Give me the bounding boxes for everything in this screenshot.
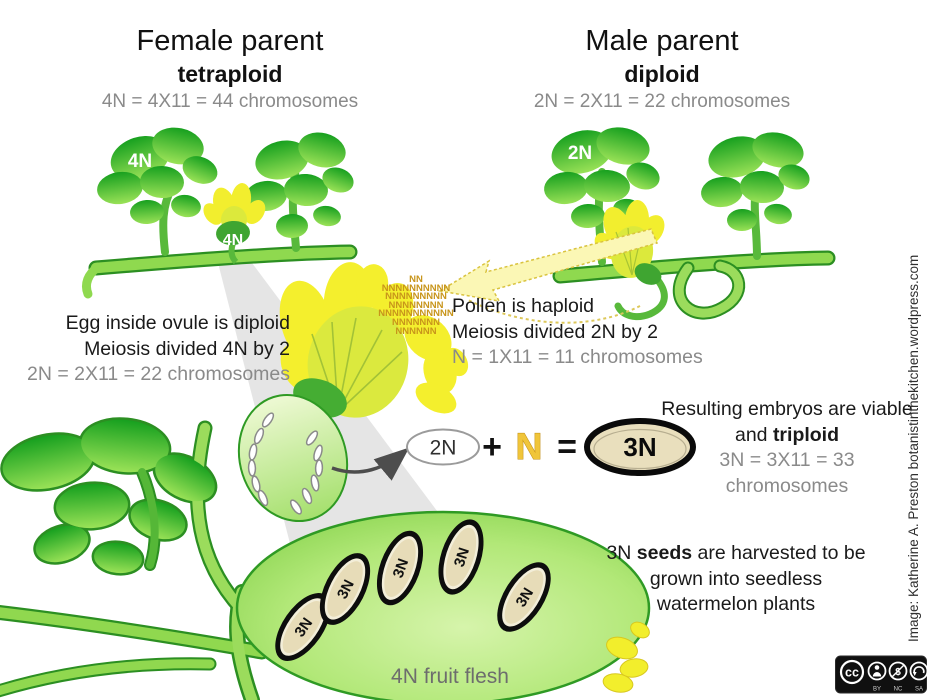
seed-label: 3N [451,546,473,570]
female-chromosomes: 4N = 4X11 = 44 chromosomes [101,91,359,113]
svg-text:cc: cc [845,666,859,680]
nc-label: NC [894,687,903,693]
male-plant: 2N [544,127,836,321]
by-label: BY [873,687,881,693]
cc-logo-icon: cc [839,659,865,685]
egg-arrow-icon [331,447,410,481]
cc-license-badge: cc $ BY NC SA [835,655,928,694]
seed: 3N [497,562,551,632]
by-person-icon [867,661,887,681]
female-flower-label: 4N [223,232,243,249]
fertilization-equation: 2N + N = 3N [331,418,696,481]
zygote-ellipse [584,418,696,476]
seed: 3N [319,553,371,625]
zygote-3n-label: 3N [623,432,656,462]
seeds-annotation: 3N seeds are harvested to be grown into … [606,542,866,616]
pollen-n-label: N [516,426,543,467]
male-chromosomes: 2N = 2X11 = 22 chromosomes [533,91,791,113]
equals-sign: = [557,428,577,466]
seed-label: 3N [334,577,358,602]
female-parent-heading: Female parent tetraploid 4N = 4X11 = 44 … [85,22,375,115]
seed: 3N [438,519,484,595]
pollen-arrow-icon [437,228,659,302]
female-parent-title: Female parent [136,25,324,57]
seed: 3N [376,530,424,606]
nc-dollar-icon: $ [888,661,908,681]
egg-ellipse [406,428,480,466]
ovules [247,412,324,515]
ovary [237,393,349,523]
embryo-annotation: Resulting embryos are viable and triploi… [661,398,913,498]
fruit-flesh-label: 4N fruit flesh [391,665,509,688]
image-credit: Image: Katherine A. Preston botanistinth… [906,254,921,642]
enlarged-flower [279,262,469,424]
pollen-trail [467,299,641,324]
male-ploidy: diploid [624,61,700,88]
female-ploidy: tetraploid [177,61,283,88]
sa-arrow-icon [909,661,928,681]
female-flower [203,183,266,265]
egg-annotation: Egg inside ovule is diploid Meiosis divi… [26,312,290,386]
female-plant: 4N 4N [81,127,358,299]
flower-remnant [602,621,650,693]
female-leaf-label: 4N [128,151,152,172]
svg-text:$: $ [895,667,901,678]
seed-label: 3N [390,556,413,580]
male-parent-title: Male parent [585,25,739,57]
male-parent-heading: Male parent diploid 2N = 2X11 = 22 chrom… [508,22,816,115]
seed: 3N [275,593,331,661]
pollen-grain-cluster: NN NNNNNNNNNN NNNNNNNNN NNNNNNNN NNNNNNN… [378,274,454,337]
sa-label: SA [915,687,923,693]
male-leaf-label: 2N [568,143,592,164]
plus-sign: + [482,428,502,466]
pollen-annotation: Pollen is haploid Meiosis divided 2N by … [452,295,703,369]
watermelon-fruit: 3N 3N 3N 3N 3N [235,510,651,700]
egg-2n-label: 2N [430,437,457,460]
